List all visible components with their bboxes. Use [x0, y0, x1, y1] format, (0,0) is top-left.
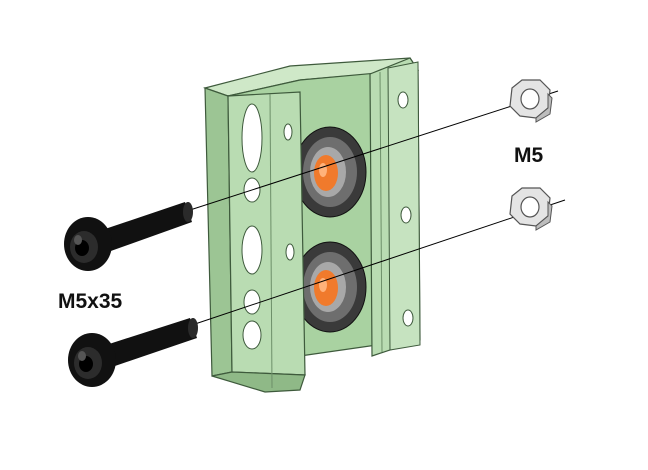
hex-nut-bottom — [509, 187, 553, 231]
bracket-right-wall-face — [387, 61, 421, 351]
nut-size-label: M5 — [514, 144, 544, 167]
bracket-front-rail — [204, 87, 306, 393]
bolt-bottom — [68, 318, 198, 387]
right-wall-hole-top — [397, 91, 409, 109]
right-wall-hole-mid — [400, 206, 412, 224]
hex-nut-top — [509, 79, 553, 123]
bolt-size-label: M5x35 — [58, 290, 123, 313]
bearing-top — [293, 126, 367, 218]
bolt-top — [64, 202, 193, 271]
bearing-bottom — [293, 241, 367, 333]
right-wall-hole-low — [402, 309, 414, 327]
axis-lines — [189, 90, 566, 326]
